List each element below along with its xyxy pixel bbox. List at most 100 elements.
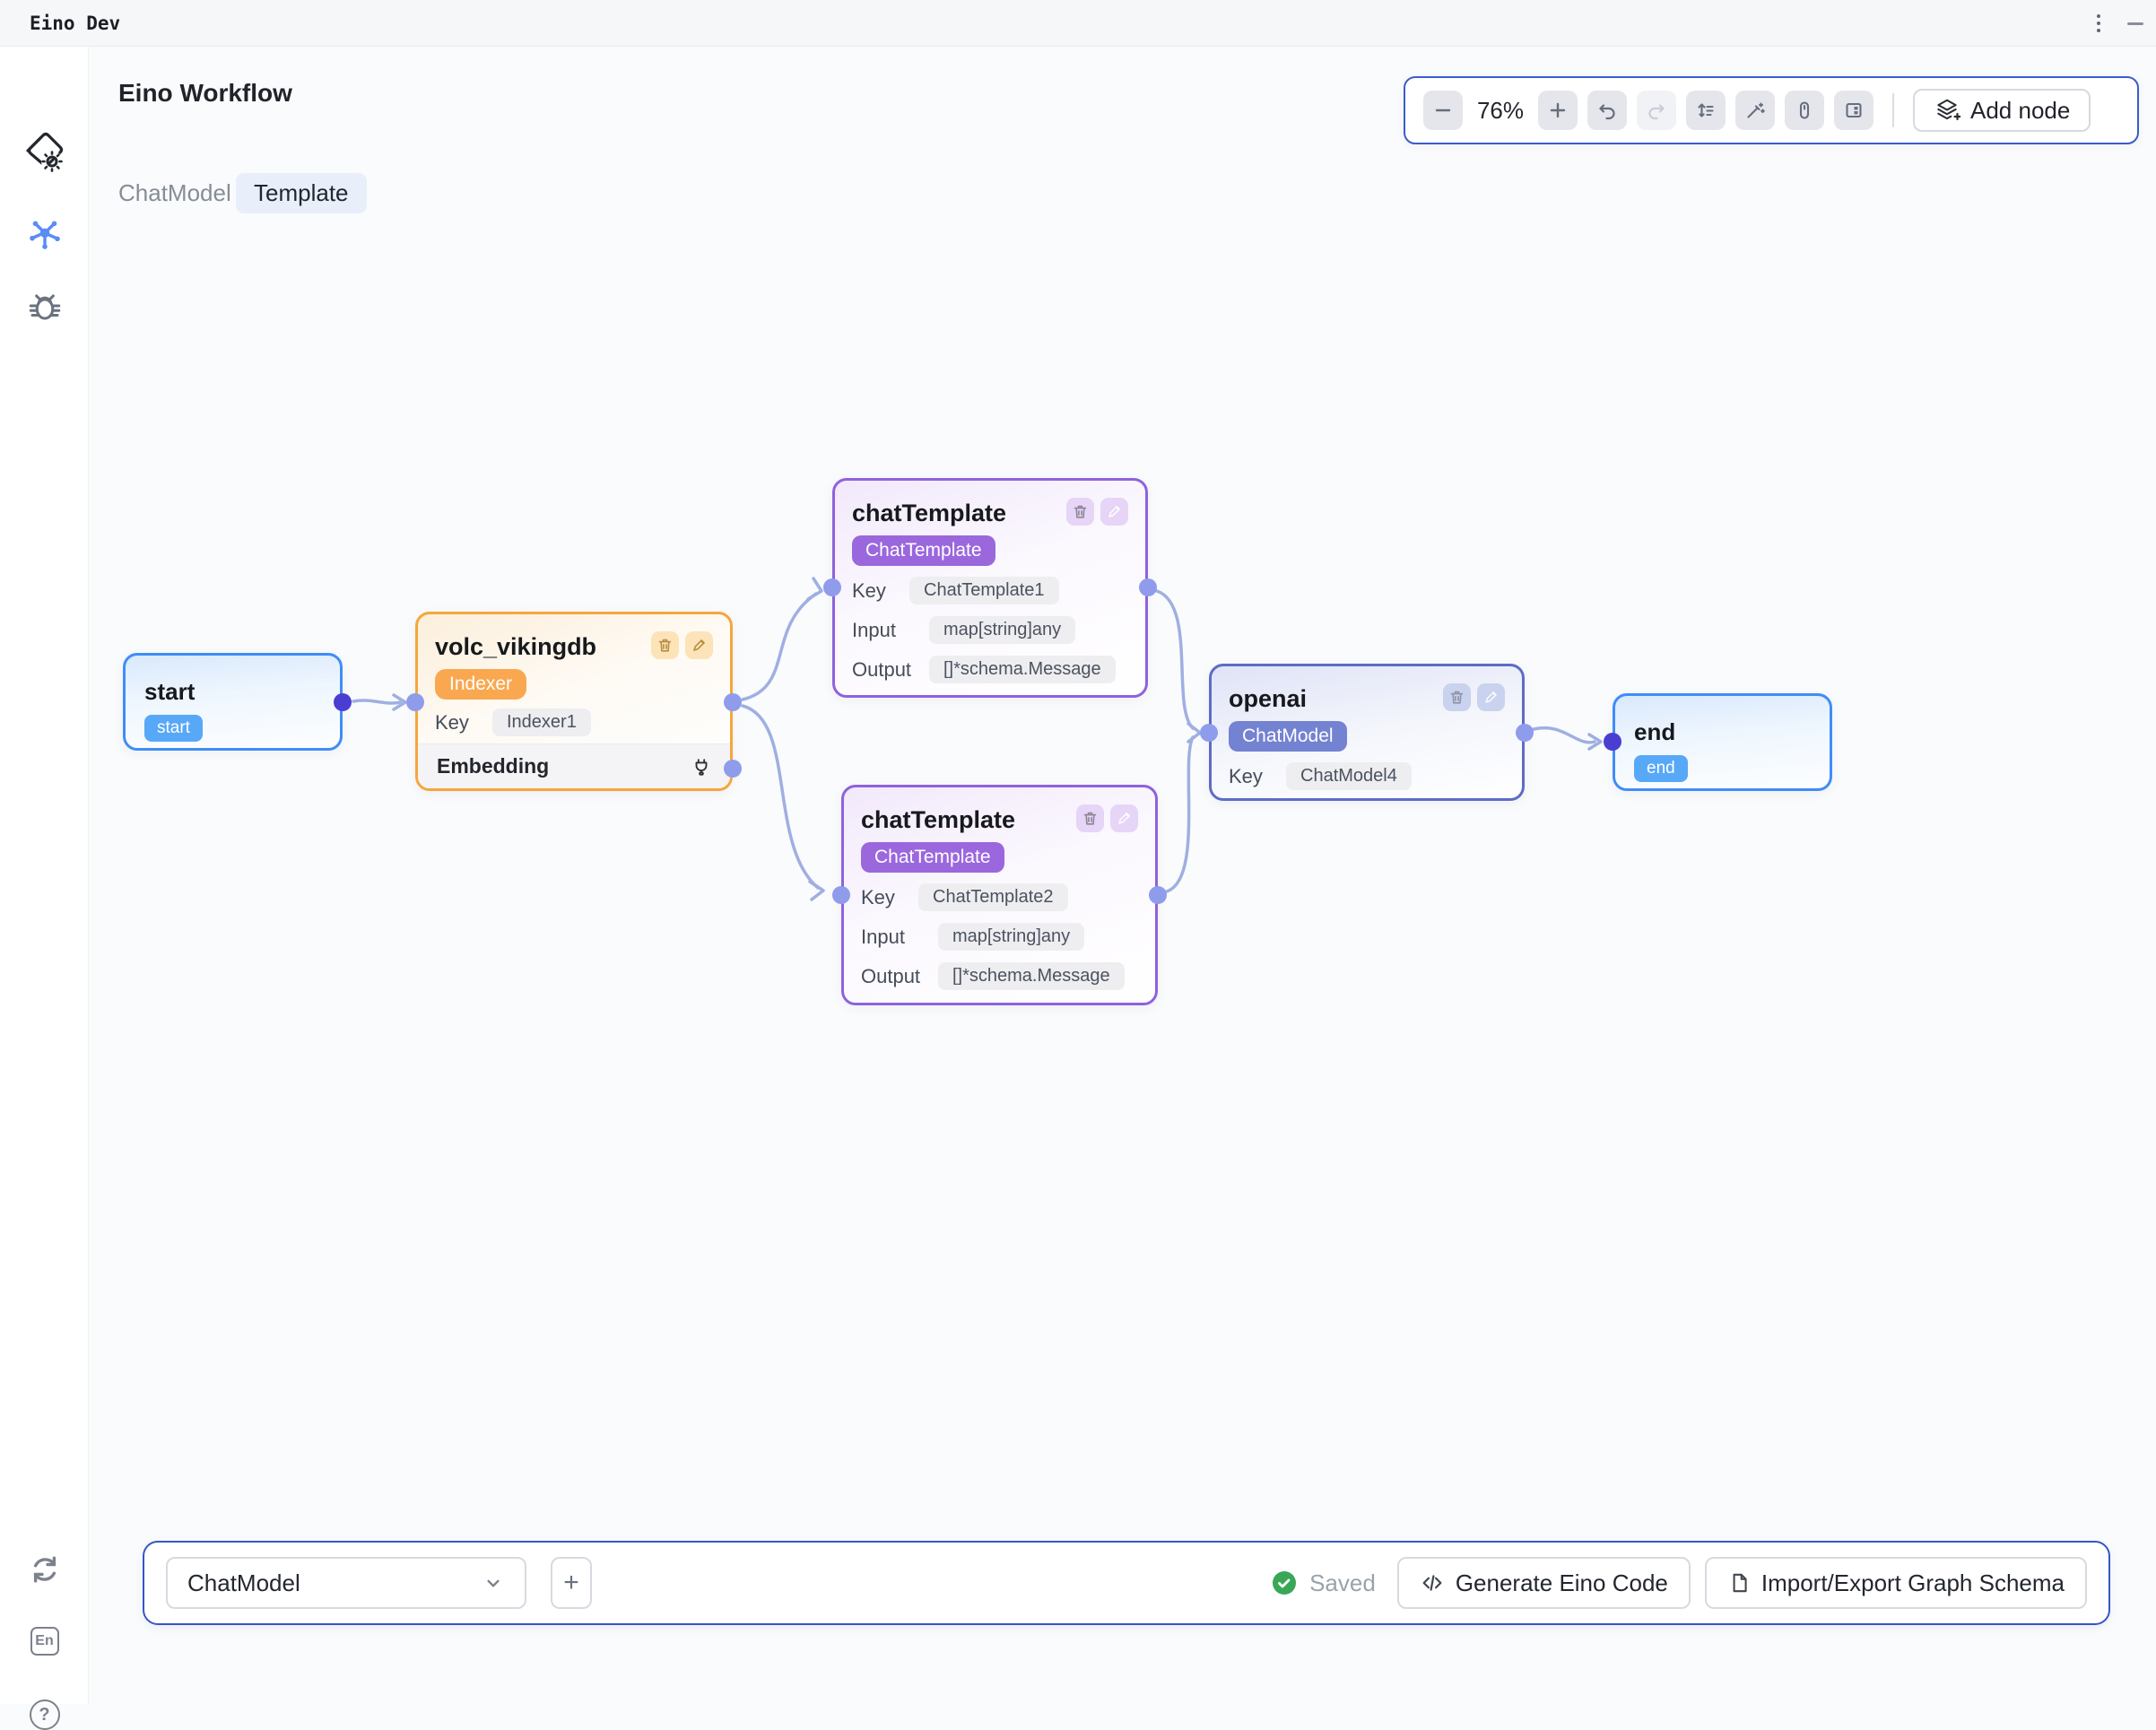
input-row: Input map[string]any (861, 923, 1138, 951)
port-chattemplate1-input[interactable] (823, 578, 841, 596)
node-actions (1443, 683, 1505, 711)
node-title: chatTemplate (852, 500, 1007, 526)
redo-button[interactable] (1637, 91, 1676, 130)
port-openai-output[interactable] (1516, 724, 1534, 742)
document-icon (1733, 1573, 1747, 1593)
pencil-icon (1485, 691, 1497, 703)
port-volc-embedding[interactable] (724, 760, 742, 778)
output-label: Output (861, 964, 921, 987)
edge-chattemplate2-openai (1165, 735, 1195, 893)
zoom-in-button[interactable] (1538, 91, 1578, 130)
zoom-out-button[interactable] (1423, 91, 1463, 130)
node-end[interactable]: end end (1613, 693, 1832, 791)
node-type-badge: Indexer (435, 669, 527, 700)
language-icon[interactable]: En (0, 1627, 89, 1656)
node-openai[interactable]: openai ChatModel Key ChatModel4 (1209, 664, 1525, 801)
port-chattemplate2-output[interactable] (1149, 886, 1167, 904)
edit-node-button[interactable] (685, 631, 713, 659)
node-volc-vikingdb[interactable]: volc_vikingdb Indexer Key Indexer1 Embed… (415, 612, 733, 791)
trash-icon (1074, 505, 1087, 518)
zoom-level: 76% (1476, 96, 1525, 124)
minimap-button[interactable] (1834, 91, 1873, 130)
sidebar: En ? (0, 47, 89, 1730)
output-value: []*schema.Message (938, 962, 1125, 990)
port-volc-input[interactable] (406, 693, 424, 711)
tab-template[interactable]: Template (236, 173, 367, 213)
port-openai-input[interactable] (1200, 724, 1218, 742)
undo-button[interactable] (1587, 91, 1627, 130)
help-icon[interactable]: ? (0, 1700, 89, 1730)
node-type-badge: start (144, 715, 203, 742)
node-type-badge: ChatTemplate (852, 535, 995, 566)
generate-code-button[interactable]: Generate Eino Code (1396, 1557, 1691, 1609)
key-row: Key ChatTemplate1 (852, 577, 1128, 604)
key-row: Key ChatModel4 (1229, 762, 1505, 790)
magic-wand-button[interactable] (1735, 91, 1775, 130)
key-row: Key ChatTemplate2 (861, 883, 1138, 911)
embedding-label: Embedding (437, 754, 550, 778)
node-type-badge: ChatTemplate (861, 842, 1004, 873)
debug-bug-icon[interactable] (0, 287, 89, 325)
key-label: Key (861, 885, 895, 908)
edit-node-button[interactable] (1477, 683, 1505, 711)
edge-start-volc (352, 699, 402, 705)
layers-plus-icon (1937, 99, 1960, 121)
node-title: openai (1229, 685, 1308, 712)
edge-arrow (392, 693, 407, 711)
add-graph-button[interactable]: + (551, 1557, 592, 1609)
node-title: volc_vikingdb (435, 633, 597, 660)
edit-node-button[interactable] (1100, 498, 1128, 526)
embedding-section[interactable]: Embedding (418, 743, 730, 788)
edit-node-button[interactable] (1110, 804, 1138, 832)
help-badge-label: ? (29, 1700, 60, 1730)
edge-arrow (806, 577, 823, 601)
node-chattemplate-1[interactable]: chatTemplate ChatTemplate Key ChatTempla… (832, 478, 1148, 698)
node-chattemplate-2[interactable]: chatTemplate ChatTemplate Key ChatTempla… (841, 785, 1158, 1005)
port-start-output[interactable] (334, 693, 352, 711)
output-label: Output (852, 657, 912, 681)
input-value: map[string]any (938, 923, 1085, 951)
delete-node-button[interactable] (1076, 804, 1104, 832)
pencil-icon (1118, 813, 1130, 824)
mouse-mode-button[interactable] (1785, 91, 1824, 130)
input-label: Input (861, 925, 905, 948)
delete-node-button[interactable] (1066, 498, 1094, 526)
import-export-label: Import/Export Graph Schema (1760, 1569, 2065, 1596)
delete-node-button[interactable] (1443, 683, 1471, 711)
edge-openai-end (1532, 726, 1596, 744)
trash-icon (658, 639, 672, 652)
pencil-icon (1108, 506, 1120, 517)
auto-layout-button[interactable] (1686, 91, 1726, 130)
window-titlebar: Eino Dev (0, 0, 2156, 47)
toolbar-divider (1892, 93, 1894, 127)
port-volc-output[interactable] (724, 693, 742, 711)
input-label: Input (852, 618, 896, 641)
edge-volc-chattemplate1 (741, 592, 818, 701)
workflow-graph-icon[interactable] (0, 215, 89, 253)
edge-arrow (1187, 722, 1202, 743)
port-chattemplate1-output[interactable] (1139, 578, 1157, 596)
output-value: []*schema.Message (929, 656, 1116, 683)
delete-node-button[interactable] (651, 631, 679, 659)
node-type-badge: ChatModel (1229, 721, 1347, 752)
refresh-icon[interactable] (0, 1550, 89, 1589)
input-row: Input map[string]any (852, 616, 1128, 644)
save-status: Saved (1271, 1569, 1376, 1597)
generate-code-label: Generate Eino Code (1455, 1569, 1668, 1596)
node-start[interactable]: start start (123, 653, 343, 751)
node-title: chatTemplate (861, 806, 1016, 833)
key-value: ChatTemplate1 (909, 577, 1059, 604)
pencil-icon (693, 639, 705, 651)
minimize-icon[interactable] (2127, 22, 2143, 25)
port-end-input[interactable] (1604, 733, 1621, 751)
kebab-menu-icon[interactable] (2093, 11, 2104, 36)
node-type-badge: end (1634, 755, 1688, 782)
language-badge-label: En (30, 1627, 59, 1656)
graph-selector[interactable]: ChatModel (166, 1557, 526, 1609)
tab-chatmodel[interactable]: ChatModel (118, 179, 231, 206)
port-chattemplate2-input[interactable] (832, 886, 850, 904)
key-label: Key (1229, 764, 1263, 787)
trash-icon (1083, 812, 1097, 825)
add-node-button[interactable]: Add node (1913, 89, 2091, 132)
import-export-button[interactable]: Import/Export Graph Schema (1704, 1557, 2087, 1609)
